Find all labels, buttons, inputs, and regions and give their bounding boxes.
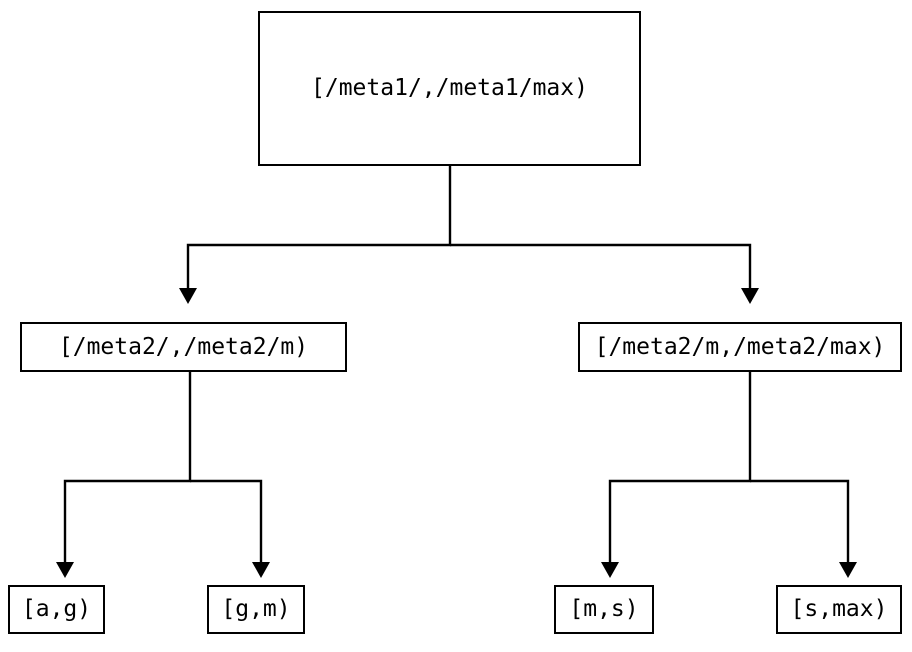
- edge-root-to-mid-left: [179, 166, 452, 304]
- tree-node-leaf-s-max[interactable]: [s,max): [776, 585, 902, 634]
- tree-node-label: [s,max): [790, 596, 888, 622]
- tree-node-label: [/meta1/,/meta1/max): [311, 75, 588, 101]
- edge-mid-left-to-leaf-g-m: [190, 479, 270, 578]
- edge-mid-right-to-leaf-s-max: [750, 479, 857, 578]
- tree-node-mid-left[interactable]: [/meta2/,/meta2/m): [20, 322, 347, 372]
- arrowhead-icon: [252, 562, 270, 578]
- tree-node-label: [a,g): [21, 596, 92, 622]
- tree-node-label: [/meta2/,/meta2/m): [58, 333, 309, 360]
- tree-node-label: [m,s): [569, 596, 639, 622]
- edge-mid-right-to-leaf-m-s: [601, 372, 752, 578]
- tree-node-label: [/meta2/m,/meta2/max): [594, 333, 886, 360]
- edge-root-to-mid-right: [450, 243, 759, 304]
- arrowhead-icon: [56, 562, 74, 578]
- edge-mid-left-to-leaf-a-g: [56, 372, 192, 578]
- tree-node-leaf-m-s[interactable]: [m,s): [554, 585, 654, 634]
- tree-node-leaf-a-g[interactable]: [a,g): [8, 585, 105, 634]
- arrowhead-icon: [179, 288, 197, 304]
- arrowhead-icon: [601, 562, 619, 578]
- tree-node-label: [g,m): [221, 596, 291, 622]
- arrowhead-icon: [839, 562, 857, 578]
- tree-node-mid-right[interactable]: [/meta2/m,/meta2/max): [578, 322, 902, 372]
- arrowhead-icon: [741, 288, 759, 304]
- tree-node-leaf-g-m[interactable]: [g,m): [207, 585, 305, 634]
- tree-node-root[interactable]: [/meta1/,/meta1/max): [258, 11, 641, 166]
